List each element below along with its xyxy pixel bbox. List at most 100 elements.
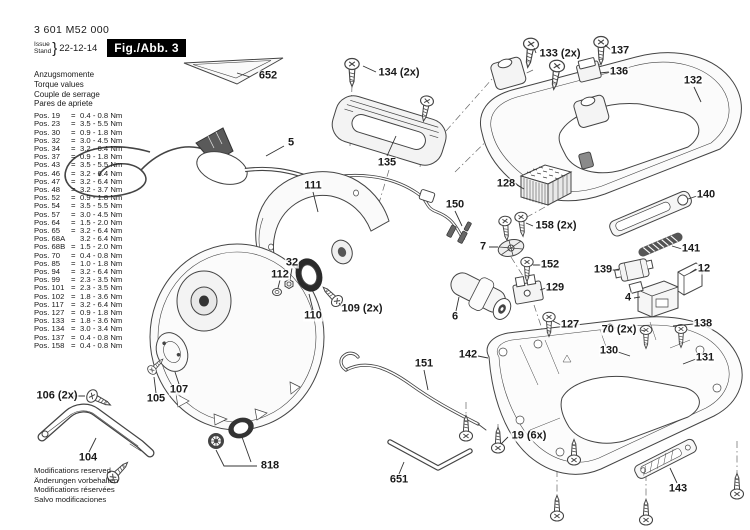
stand-label: Stand <box>34 48 52 55</box>
torque-equals: = <box>71 324 76 334</box>
torque-equals: = <box>71 193 76 203</box>
issue-date: 22-12-14 <box>59 42 98 54</box>
torque-value: 3.0 - 4.5 Nm <box>80 209 123 219</box>
torque-heading-line: Couple de serrage <box>34 89 100 99</box>
part-32-nut <box>284 278 294 290</box>
torque-heading-line: Torque values <box>34 79 84 89</box>
torque-pos: Pos. 68B <box>34 242 66 252</box>
torque-equals: = <box>71 176 76 186</box>
torque-equals: = <box>71 168 76 178</box>
torque-pos: Pos. 99 <box>34 275 61 285</box>
torque-value: 0.9 - 1.8 Nm <box>80 152 123 162</box>
torque-row: Pos. 47 = 3.2 - 6.4 Nm <box>34 176 122 186</box>
torque-value: 0.4 - 0.8 Nm <box>80 111 123 121</box>
torque-pos: Pos. 102 <box>34 291 65 301</box>
torque-row: Pos. 52 = 0.9 - 1.8 Nm <box>34 194 122 202</box>
torque-equals: = <box>71 340 76 350</box>
torque-value: 3.5 - 5.5 Nm <box>80 119 123 129</box>
torque-row: Pos. 32 = 3.0 - 4.5 Nm <box>34 135 122 145</box>
part-129-terminal <box>512 274 544 305</box>
torque-equals: = <box>71 127 76 137</box>
modifications-notice: Modifications reserved Änderungen vorbeh… <box>34 466 118 505</box>
torque-value: 1.8 - 3.6 Nm <box>80 316 123 326</box>
torque-equals: = <box>71 242 76 252</box>
torque-value: 0.4 - 0.8 Nm <box>80 332 123 342</box>
torque-equals: = <box>71 111 76 121</box>
torque-row: Pos. 64 = 1.5 - 2.0 Nm <box>34 218 122 227</box>
part-151-rod <box>339 351 487 431</box>
torque-equals: = <box>71 185 76 195</box>
torque-value: 3.2 - 6.4 Nm <box>80 144 123 153</box>
issue-stand-labels: Issue Stand <box>34 41 51 55</box>
torque-value: 1.5 - 2.0 Nm <box>80 242 123 252</box>
torque-row: Pos. 127 = 0.9 - 1.8 Nm <box>34 308 122 318</box>
part-104-rod <box>37 403 155 458</box>
torque-equals: = <box>71 144 76 153</box>
modifications-notice-line: Änderungen vorbehalten <box>34 475 119 485</box>
torque-pos: Pos. 43 <box>34 160 61 170</box>
torque-row: Pos. 85 = 1.0 - 1.8 Nm <box>34 258 123 268</box>
torque-row: Pos. 43 = 3.5 - 5.5 Nm <box>34 161 122 169</box>
torque-row: Pos. 48 = 3.2 - 3.7 Nm <box>34 185 122 195</box>
torque-value: 0.4 - 0.8 Nm <box>80 340 123 350</box>
part-107-disc <box>155 332 189 372</box>
torque-equals: = <box>71 283 76 293</box>
issue-label: Issue <box>34 41 50 48</box>
torque-pos: Pos. 127 <box>34 308 65 318</box>
part-5-power-cord <box>64 127 319 198</box>
torque-row: Pos. 94 = 3.2 - 6.4 Nm <box>34 267 123 277</box>
torque-pos: Pos. 101 <box>34 283 65 293</box>
torque-equals: = <box>71 275 76 285</box>
torque-pos: Pos. 158 <box>34 340 65 350</box>
torque-equals: = <box>71 226 76 236</box>
part-651-hex-key <box>387 439 473 471</box>
torque-equals: = <box>71 209 76 219</box>
part-141-spring <box>638 232 683 257</box>
torque-heading-line: Pares de apriete <box>34 99 93 109</box>
torque-value: 3.2 - 6.4 Nm <box>80 299 123 309</box>
part-7-washer <box>497 239 525 257</box>
torque-value: 1.0 - 1.8 Nm <box>80 258 123 268</box>
torque-pos: Pos. 52 <box>34 193 61 203</box>
part-110-ring <box>295 258 323 292</box>
torque-value: 2.3 - 3.5 Nm <box>80 283 123 293</box>
torque-value: 1.8 - 3.6 Nm <box>80 291 123 301</box>
part-142-base <box>486 316 743 475</box>
callout-leader-lines <box>71 44 702 484</box>
torque-pos: Pos. 30 <box>34 127 61 137</box>
torque-row: Pos. 137 = 0.4 - 0.8 Nm <box>34 332 123 342</box>
torque-equals: = <box>71 201 76 211</box>
part-112-washer <box>272 288 282 296</box>
torque-row: Pos. 65 = 3.2 - 6.4 Nm <box>34 226 122 236</box>
torque-pos: Pos. 34 <box>34 144 61 153</box>
torque-pos: Pos. 65 <box>34 226 61 236</box>
torque-row: Pos. 158 = 0.4 - 0.8 Nm <box>34 340 123 350</box>
torque-pos: Pos. 37 <box>34 152 61 162</box>
title-block: 3 601 M52 000 Issue Stand } 22-12-14 Fig… <box>34 24 186 57</box>
torque-value: 0.9 - 1.8 Nm <box>80 193 123 203</box>
torque-value: 3.2 - 6.4 Nm <box>80 267 123 277</box>
torque-row: Pos. 117 = 3.2 - 6.4 Nm <box>34 299 123 309</box>
figure-number-badge: Fig./Abb. 3 <box>107 39 186 57</box>
modifications-notice-line: Modifications reserved <box>34 466 111 475</box>
torque-pos: Pos. 85 <box>34 258 61 268</box>
torque-row: Pos. 101 = 2.3 - 3.5 Nm <box>34 284 122 292</box>
torque-equals: = <box>71 267 76 277</box>
torque-pos: Pos. 57 <box>34 209 61 219</box>
torque-table-headings: Anzugsmomente Torque values Couple de se… <box>34 70 122 109</box>
torque-pos: Pos. 32 <box>34 135 61 145</box>
part-150-wiring <box>315 173 472 244</box>
torque-equals: = <box>71 258 76 268</box>
part-12-box <box>677 262 703 296</box>
torque-row: Pos. 68B = 1.5 - 2.0 Nm <box>34 243 122 251</box>
part-132-top-cover <box>480 52 742 202</box>
torque-row: Pos. 57 = 3.0 - 4.5 Nm <box>34 209 123 219</box>
part-139-block <box>613 258 654 282</box>
torque-pos: Pos. 133 <box>34 316 65 326</box>
part-652-angle-gauge <box>183 57 284 85</box>
part-143-bracket <box>634 438 697 479</box>
torque-pos: Pos. 117 <box>34 299 64 309</box>
torque-pos: Pos. 46 <box>34 168 61 178</box>
torque-equals: = <box>71 332 76 342</box>
